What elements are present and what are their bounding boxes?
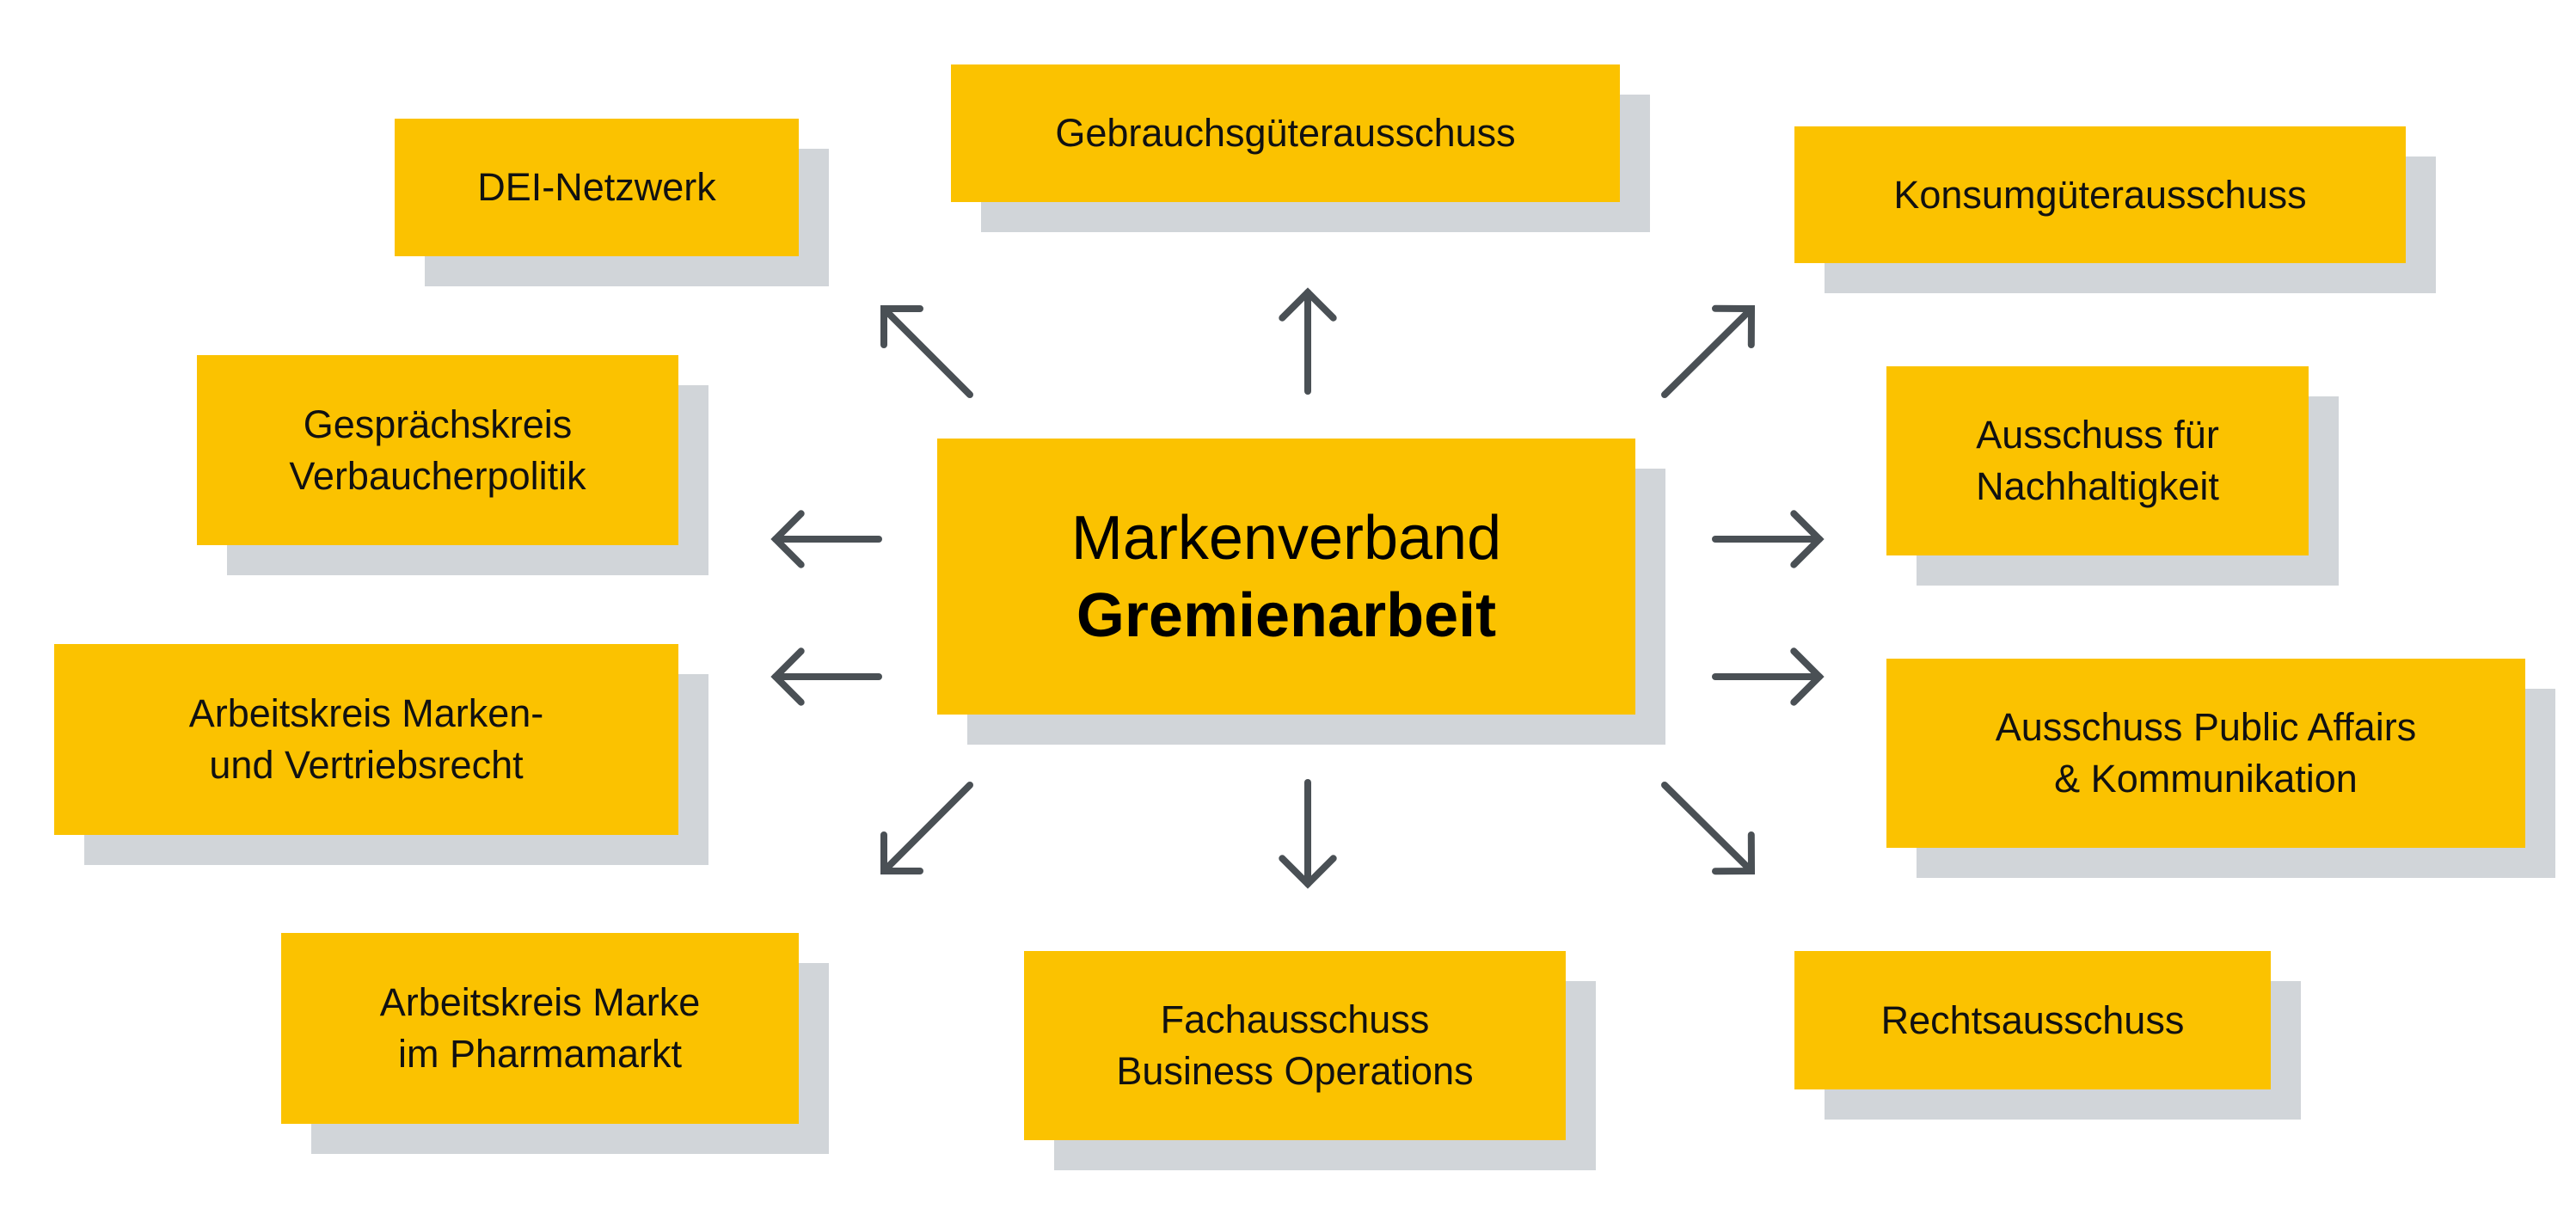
arrow-head — [770, 647, 805, 706]
arrow-shaft — [880, 305, 973, 398]
committee-label-line: und Vertriebsrecht — [209, 743, 524, 787]
committee-node-dei-netzwerk: DEI-Netzwerk — [395, 119, 829, 286]
arrow-down-icon — [1279, 779, 1337, 889]
arrow-head — [880, 831, 923, 874]
committee-box: Arbeitskreis Marke im Pharmamarkt — [281, 933, 799, 1124]
center-node: Markenverband Gremienarbeit — [937, 439, 1665, 745]
arrow-right-icon — [1712, 510, 1825, 568]
arrow-head — [1712, 304, 1756, 348]
committee-label-line: Konsumgüterausschuss — [1893, 172, 2307, 217]
arrow-head — [1279, 855, 1337, 889]
arrow-head — [1790, 510, 1825, 568]
committee-label-line: Fachausschuss — [1160, 997, 1430, 1041]
center-box: Markenverband Gremienarbeit — [937, 439, 1635, 715]
center-subtitle: Gremienarbeit — [1076, 580, 1497, 650]
committee-box: Gebrauchsgüterausschuss — [951, 64, 1620, 202]
committee-label-line: Gebrauchsgüterausschuss — [1055, 111, 1516, 155]
committee-label-line: Rechtsausschuss — [1880, 997, 2185, 1042]
arrow-right-icon — [1712, 647, 1825, 706]
arrow-down-right-icon — [1661, 782, 1756, 875]
committee-box: Ausschuss Public Affairs & Kommunikation — [1886, 659, 2525, 848]
committee-label-line: Gesprächskreis — [303, 402, 573, 446]
arrow-head — [880, 305, 923, 348]
committee-node-rechtsausschuss: Rechtsausschuss — [1794, 951, 2301, 1120]
committee-label-line: & Kommunikation — [2054, 757, 2358, 801]
arrow-up-right-icon — [1661, 304, 1756, 398]
committee-label-line: Verbaucherpolitik — [289, 453, 586, 498]
center-title: Markenverband — [1070, 503, 1502, 573]
committee-label-line: im Pharmamarkt — [397, 1032, 683, 1076]
arrow-shaft — [1661, 782, 1755, 874]
arrow-head — [1790, 647, 1825, 706]
committee-box: Konsumgüterausschuss — [1794, 126, 2406, 263]
committee-label-line: Ausschuss für — [1976, 413, 2219, 457]
arrow-left-icon — [770, 647, 882, 706]
arrow-shaft — [1661, 305, 1755, 398]
committee-label-line: Business Operations — [1116, 1049, 1474, 1093]
committee-node-arbeitskreis-pharmamarkt: Arbeitskreis Marke im Pharmamarkt — [281, 933, 829, 1154]
arrow-up-left-icon — [880, 305, 973, 398]
committee-box: DEI-Netzwerk — [395, 119, 799, 256]
committee-node-gebrauchsgueterausschuss: Gebrauchsgüterausschuss — [951, 64, 1650, 232]
arrow-shaft — [880, 782, 973, 874]
arrow-left-icon — [770, 510, 882, 568]
committee-box: Arbeitskreis Marken-und Vertriebsrecht — [54, 644, 678, 835]
arrow-head — [770, 510, 805, 568]
committee-node-arbeitskreis-marken-vertriebsrecht: Arbeitskreis Marken-und Vertriebsrecht — [54, 644, 708, 865]
committee-label-line: Arbeitskreis Marke — [379, 980, 701, 1024]
arrow-head — [1279, 287, 1337, 322]
committee-node-ausschuss-public-affairs: Ausschuss Public Affairs & Kommunikation — [1886, 659, 2555, 878]
arrow-down-left-icon — [880, 782, 973, 874]
committee-label-line: Ausschuss Public Affairs — [1995, 705, 2417, 749]
arrow-up-icon — [1279, 287, 1337, 395]
arrow-head — [1712, 831, 1756, 875]
committee-label-line: DEI-Netzwerk — [477, 165, 716, 209]
committee-label-line: Nachhaltigkeit — [1976, 464, 2219, 508]
committee-label-line: Arbeitskreis Marken- — [188, 691, 544, 735]
committee-box: Rechtsausschuss — [1794, 951, 2271, 1089]
committee-node-konsumgueterausschuss: Konsumgüterausschuss — [1794, 126, 2436, 293]
